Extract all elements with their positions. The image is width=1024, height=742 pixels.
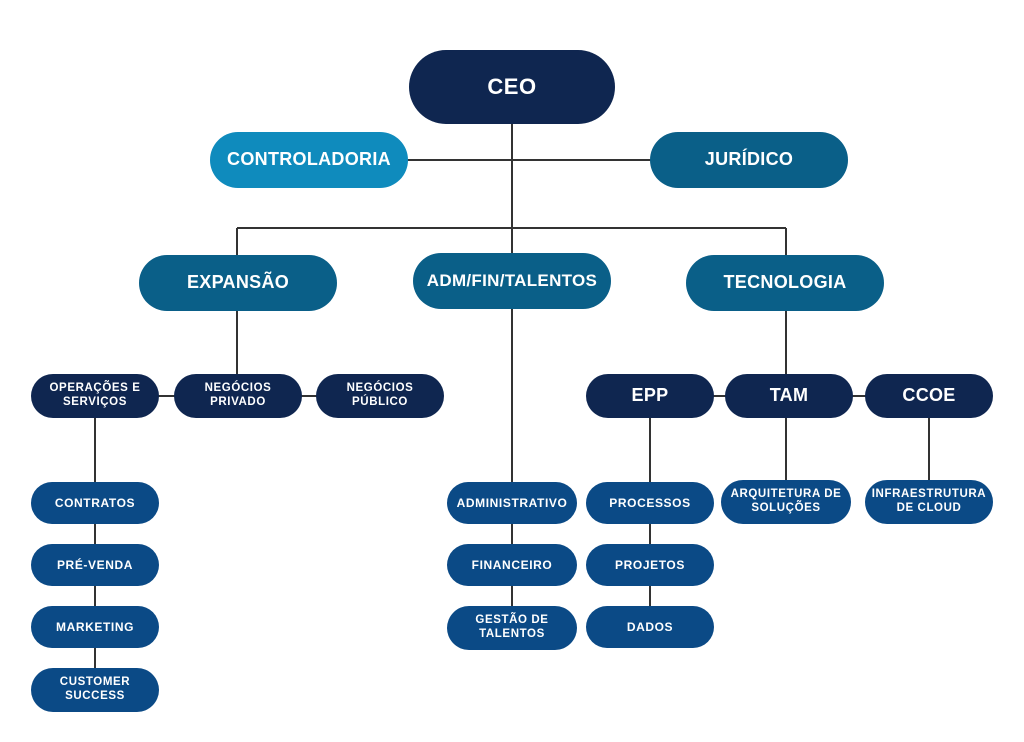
- node-ccoe: CCOE: [865, 374, 993, 418]
- node-controladoria: CONTROLADORIA: [210, 132, 408, 188]
- node-pre-venda: PRÉ-VENDA: [31, 544, 159, 586]
- node-epp: EPP: [586, 374, 714, 418]
- node-tam: TAM: [725, 374, 853, 418]
- node-financeiro: FINANCEIRO: [447, 544, 577, 586]
- node-dados: DADOS: [586, 606, 714, 648]
- node-tecnologia: TECNOLOGIA: [686, 255, 884, 311]
- node-contratos: CONTRATOS: [31, 482, 159, 524]
- node-juridico: JURÍDICO: [650, 132, 848, 188]
- node-adm-fin-talentos: ADM/FIN/TALENTOS: [413, 253, 611, 309]
- node-processos: PROCESSOS: [586, 482, 714, 524]
- node-projetos: PROJETOS: [586, 544, 714, 586]
- node-ceo: CEO: [409, 50, 615, 124]
- node-marketing: MARKETING: [31, 606, 159, 648]
- node-expansao: EXPANSÃO: [139, 255, 337, 311]
- node-administrativo: ADMINISTRATIVO: [447, 482, 577, 524]
